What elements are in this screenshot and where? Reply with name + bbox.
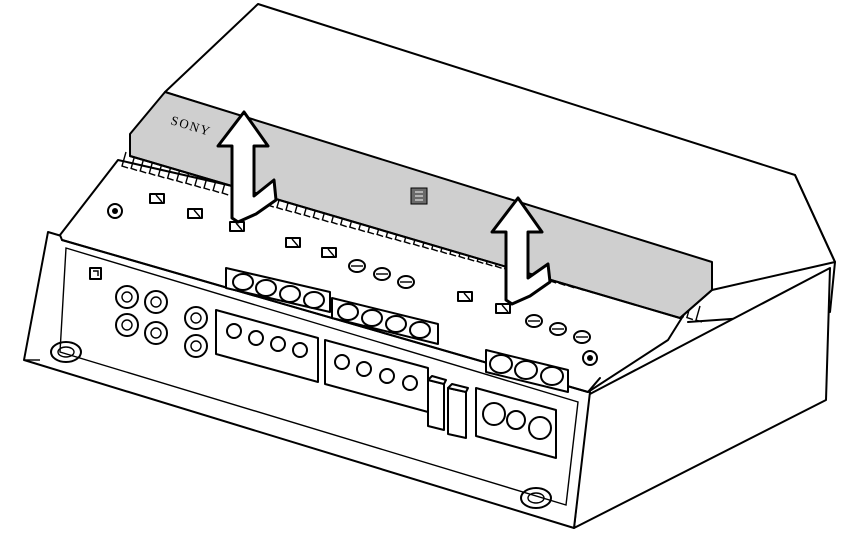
up-arrow-icon: [216, 110, 278, 224]
mounting-hole-right: [520, 487, 552, 509]
control-switches: [149, 193, 511, 314]
sony-logo-icon: [410, 187, 428, 205]
rca-jack: [144, 290, 168, 314]
front-power-terminal-block: [475, 387, 557, 459]
heat-sink-fin: [121, 151, 129, 169]
rca-jack: [144, 321, 168, 345]
remote-input-icon: [89, 267, 102, 280]
mounting-hole-left: [50, 341, 82, 363]
heat-sink-fin: [130, 154, 138, 172]
heat-sink-fin: [695, 305, 703, 323]
rca-jack: [115, 285, 139, 309]
switch: [149, 193, 165, 204]
rca-input-jacks: [115, 285, 208, 358]
knob: [373, 267, 391, 281]
removable-cover-strip: SONY: [129, 91, 713, 319]
knob: [397, 275, 415, 289]
knob: [348, 259, 366, 273]
up-arrow-icon: [490, 196, 552, 306]
terminal-block-top-left: [225, 267, 331, 313]
indicator-led: [107, 203, 123, 219]
switch: [229, 221, 245, 232]
switch: [187, 208, 203, 219]
rca-jack: [115, 313, 139, 337]
knob: [549, 322, 567, 336]
rca-jack: [184, 334, 208, 358]
terminal-block-top-right: [485, 349, 569, 393]
switch: [457, 291, 473, 302]
indicator-led: [582, 350, 598, 366]
switch: [495, 303, 511, 314]
front-terminal-block-left: [215, 309, 319, 383]
rca-jack: [184, 306, 208, 330]
switch: [285, 237, 301, 248]
heat-sink-fin: [139, 156, 147, 174]
heat-sink-fin: [157, 161, 165, 179]
heat-sink-fin: [148, 159, 156, 176]
control-knobs: [107, 203, 598, 366]
terminal-block-top-middle: [331, 297, 439, 345]
fuse-holders: [427, 375, 469, 439]
switch: [321, 247, 337, 258]
knob: [525, 314, 543, 328]
knob: [573, 330, 591, 344]
